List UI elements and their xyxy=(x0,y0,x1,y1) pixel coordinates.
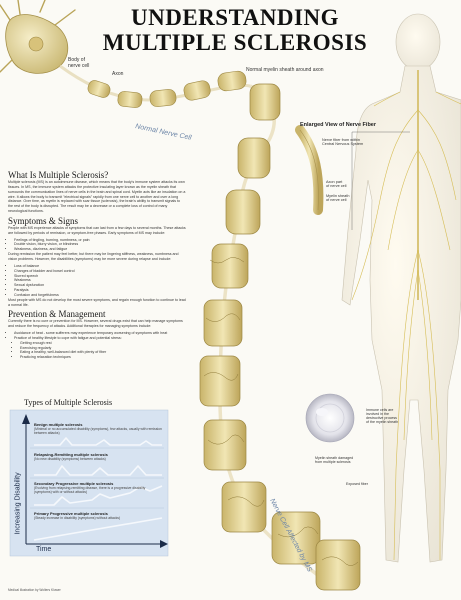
human-body xyxy=(341,13,461,563)
symptoms-early-list: Feelings of tingling, burning, numbness,… xyxy=(8,238,186,253)
label-axon-part: Axon part of nerve cell xyxy=(326,180,347,189)
list-item: Exercising regularly xyxy=(20,346,186,351)
list-item: Changes of bladder and bowel control xyxy=(14,269,186,274)
heading-symptoms: Symptoms & Signs xyxy=(8,215,79,226)
nerve-cell-body xyxy=(0,0,79,79)
types-chart xyxy=(9,409,169,557)
panel-secondary-progressive: Secondary Progressive multiple sclerosis… xyxy=(34,481,146,494)
list-item: Weakness, dizziness, and fatigue xyxy=(14,247,186,252)
panel-primary-progressive: Primary Progressive multiple sclerosis (… xyxy=(34,511,121,520)
heading-prevention: Prevention & Management xyxy=(8,309,106,320)
label-exposed-fiber: Exposed fiber xyxy=(346,482,368,486)
title-line-2: MULTIPLE SCLEROSIS xyxy=(102,30,368,55)
symptoms-severe-list: Loss of balance Changes of bladder and b… xyxy=(8,264,186,298)
label-immune-cells: Immune cells are involved in the destruc… xyxy=(366,408,399,425)
label-normal-myelin: Normal myelin sheath around axon xyxy=(246,67,324,73)
heading-what-is-ms: What Is Multiple Sclerosis? xyxy=(8,170,109,180)
footer-credit: Medical illustration by Wolters Kluwer xyxy=(8,588,61,592)
normal-axon xyxy=(59,64,251,108)
label-enlarged-view: Enlarged View of Nerve Fiber xyxy=(300,122,377,128)
types-chart-xlabel: Time xyxy=(36,546,52,553)
info-column: What Is Multiple Sclerosis? Multiple scl… xyxy=(8,170,186,360)
list-item: Loss of balance xyxy=(14,264,186,269)
enlarged-callout-lines xyxy=(351,131,410,230)
prevention-list: Avoidance of heat - some sufferers may e… xyxy=(8,331,186,341)
list-item: Weakness xyxy=(14,278,186,283)
list-item: Avoidance of heat - some sufferers may e… xyxy=(14,331,186,336)
list-item: Practice of healthy lifestyle to cope wi… xyxy=(14,336,186,341)
symptoms-text: People with MS experience attacks of sym… xyxy=(8,226,186,308)
list-item: Confusion and forgetfulness xyxy=(14,293,186,298)
list-item: Paralysis xyxy=(14,288,186,293)
label-body-of-nerve-cell: Body of nerve cell xyxy=(68,57,90,69)
title-line-1: UNDERSTANDING xyxy=(131,5,339,30)
prevention-sub-list: Getting enough rest Exercising regularly… xyxy=(8,341,186,360)
list-item: Slurred speech xyxy=(14,274,186,279)
types-chart-ylabel: Increasing Disability xyxy=(14,472,22,535)
prevention-text: Currently there is no cure or prevention… xyxy=(8,319,186,360)
label-nerve-fiber-cns: Nerve fiber from within Central Nervous … xyxy=(322,138,364,147)
list-item: Sexual dysfunction xyxy=(14,283,186,288)
normal-nerve-cell-label: Normal Nerve Cell xyxy=(135,123,193,142)
enlarged-nerve-fiber xyxy=(295,125,324,215)
list-item: Practicing relaxation techniques xyxy=(20,355,186,360)
page-title: UNDERSTANDING MULTIPLE SCLEROSIS xyxy=(70,6,400,54)
affected-myelin-segments xyxy=(199,83,361,591)
list-item: Eating a healthy, well-balanced diet wit… xyxy=(20,350,186,355)
immune-cell xyxy=(305,393,355,443)
list-item: Feelings of tingling, burning, numbness,… xyxy=(14,238,186,243)
label-myelin-sheath: Myelin sheath of nerve cell xyxy=(326,194,350,203)
label-myelin-damaged: Myelin sheath damaged from multiple scle… xyxy=(315,456,354,465)
panel-benign: Benign multiple sclerosis (Minimal or no… xyxy=(34,422,162,435)
label-axon: Axon xyxy=(112,71,124,77)
list-item: Double vision, blurry vision, or blindne… xyxy=(14,242,186,247)
types-chart-title: Types of Multiple Sclerosis xyxy=(24,398,113,407)
what-is-ms-text: Multiple sclerosis (MS) is an autoimmune… xyxy=(8,180,186,214)
panel-relapsing-remitting: Relapsing-Remitting multiple sclerosis (… xyxy=(34,452,108,461)
list-item: Getting enough rest xyxy=(20,341,186,346)
